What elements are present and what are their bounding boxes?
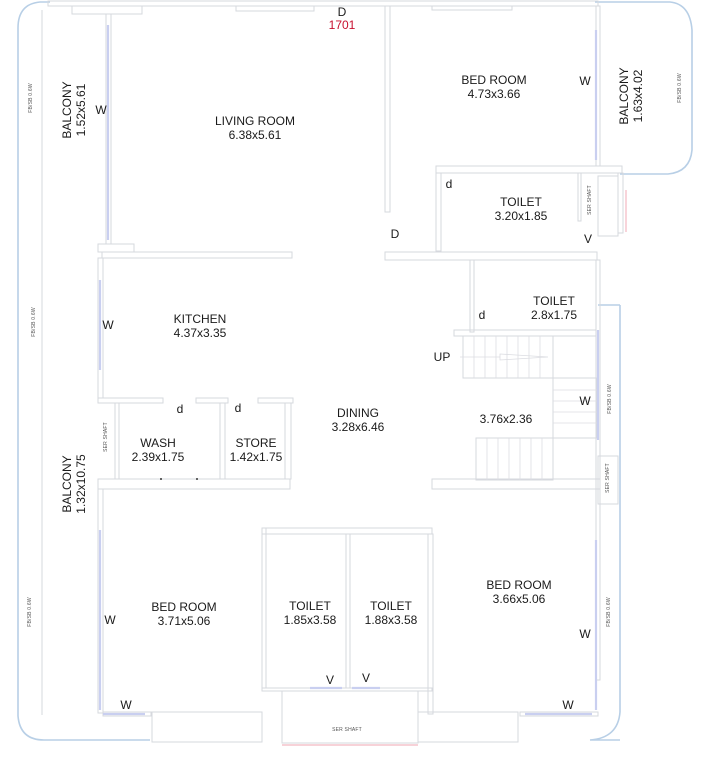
- ser-shaft-annotation: SER SHAFT: [103, 422, 109, 452]
- fbsb-annotation: FB/SB 0.6W: [28, 83, 34, 113]
- small-door-marker: d: [176, 402, 184, 416]
- fbsb-annotation: FB/SB 0.6W: [677, 73, 683, 103]
- fbsb-annotation: FB/SB 0.6W: [31, 307, 37, 337]
- room-balcony-west-bottom: BALCONY 1.32x10.75: [60, 454, 88, 513]
- room-dims: 3.20x1.85: [494, 209, 548, 223]
- stair-up-marker: UP: [433, 350, 451, 364]
- ventilator-marker: V: [325, 673, 335, 687]
- room-name: TOILET: [370, 599, 412, 613]
- room-toilet-ne: TOILET 3.20x1.85: [495, 195, 548, 223]
- room-name: STORE: [235, 436, 277, 450]
- room-name: BALCONY: [60, 455, 74, 513]
- room-store: STORE 1.42x1.75: [230, 436, 283, 464]
- entry-door-marker: D: [337, 5, 347, 19]
- room-bedroom-se: BED ROOM 3.66x5.06: [486, 578, 551, 606]
- fbsb-annotation: FB/SB 0.6W: [27, 597, 33, 627]
- room-dims: 1.85x3.58: [283, 613, 337, 627]
- room-dims: 2.8x1.75: [530, 308, 578, 322]
- window-marker: W: [102, 318, 114, 332]
- room-name: KITCHEN: [173, 312, 227, 326]
- small-door-marker: d: [478, 308, 486, 322]
- room-name: BED ROOM: [486, 578, 552, 592]
- room-toilet-mid: TOILET 2.8x1.75: [531, 294, 577, 322]
- room-balcony-east: BALCONY 1.63x4.02: [617, 67, 645, 124]
- window-marker: W: [104, 613, 116, 627]
- room-name: BED ROOM: [461, 73, 527, 87]
- ser-shaft-annotation: SER SHAFT: [587, 185, 593, 215]
- window-marker: W: [579, 74, 591, 88]
- room-toilet-s1: TOILET 1.85x3.58: [284, 599, 337, 627]
- room-dims: 2.39x1.75: [131, 450, 185, 464]
- window-marker: W: [120, 698, 132, 712]
- room-dims: 3.28x6.46: [331, 420, 385, 434]
- ser-shaft-annotation: SER SHAFT: [332, 727, 362, 733]
- room-name: DINING: [337, 406, 379, 420]
- ser-shaft-annotation: SER SHAFT: [605, 463, 611, 493]
- window-marker: W: [579, 627, 591, 641]
- room-dining: DINING 3.28x6.46: [332, 406, 385, 434]
- room-dims: 3.66x5.06: [492, 592, 546, 606]
- room-dims: 1.52x5.61: [74, 83, 88, 137]
- room-dims: 4.73x3.66: [467, 87, 521, 101]
- room-name: BALCONY: [617, 67, 631, 125]
- room-dims: 1.63x4.02: [631, 69, 645, 123]
- room-name: BALCONY: [60, 81, 74, 139]
- fbsb-annotation: FB/SB 0.6W: [606, 597, 612, 627]
- room-dims: 6.38x5.61: [228, 128, 282, 142]
- door-marker: D: [390, 227, 400, 241]
- small-door-marker: d: [234, 401, 242, 415]
- room-toilet-s2: TOILET 1.88x3.58: [365, 599, 418, 627]
- room-dims: 4.37x3.35: [173, 326, 227, 340]
- room-dims: 1.88x3.58: [364, 613, 418, 627]
- room-bedroom-sw: BED ROOM 3.71x5.06: [151, 600, 216, 628]
- room-staircase: 3.76x2.36: [480, 412, 533, 426]
- window-marker: W: [579, 394, 591, 408]
- ventilator-marker: V: [361, 671, 371, 685]
- room-dims: 3.76x2.36: [479, 412, 533, 426]
- room-living: LIVING ROOM 6.38x5.61: [215, 114, 295, 142]
- room-name: TOILET: [533, 294, 575, 308]
- room-bedroom-ne: BED ROOM 4.73x3.66: [461, 73, 526, 101]
- window-marker: W: [562, 698, 574, 712]
- room-dims: 3.71x5.06: [157, 614, 211, 628]
- fbsb-annotation: FB/SB 0.6W: [607, 384, 613, 414]
- room-name: TOILET: [500, 195, 542, 209]
- room-dims: 1.42x1.75: [229, 450, 283, 464]
- small-door-marker: d: [445, 177, 453, 191]
- room-dims: 1.32x10.75: [74, 454, 88, 514]
- room-name: WASH: [140, 436, 176, 450]
- room-name: LIVING ROOM: [214, 114, 296, 128]
- room-kitchen: KITCHEN 4.37x3.35: [174, 312, 227, 340]
- room-wash: WASH 2.39x1.75: [132, 436, 185, 464]
- window-marker: W: [95, 103, 107, 117]
- room-name: TOILET: [289, 599, 331, 613]
- room-name: BED ROOM: [151, 600, 217, 614]
- unit-number: 1701: [328, 18, 356, 32]
- ventilator-marker: V: [583, 232, 593, 246]
- room-balcony-west-top: BALCONY 1.52x5.61: [60, 81, 88, 138]
